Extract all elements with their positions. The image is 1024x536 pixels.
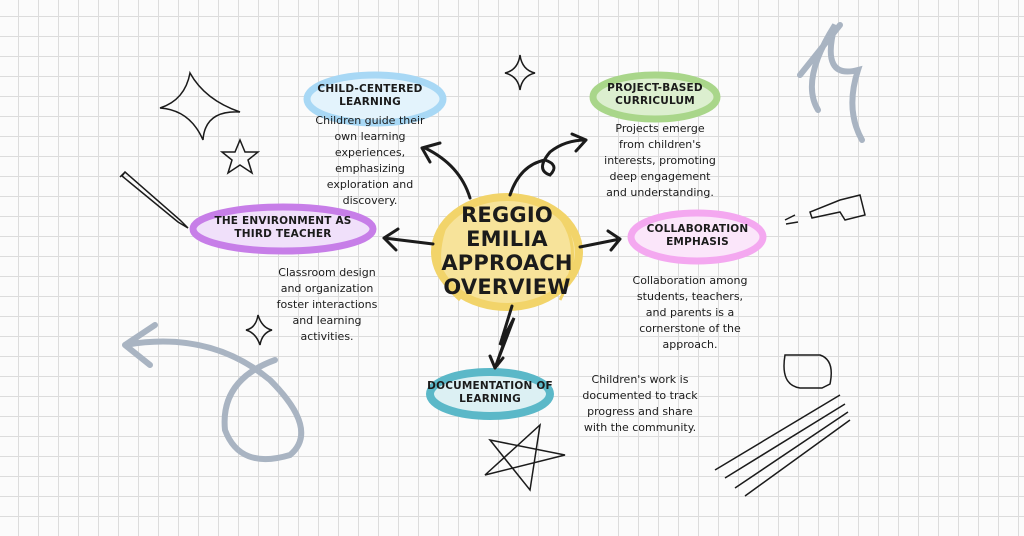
central-topic: REGGIO EMILIA APPROACH OVERVIEW (437, 203, 577, 299)
star-icon (219, 138, 261, 175)
central-line: OVERVIEW (443, 275, 571, 299)
desc-line: exploration and (326, 178, 414, 191)
desc-line: and organization (280, 282, 374, 295)
arrow-to-project-based (508, 132, 588, 197)
diamond-sparkle-small-icon (245, 314, 273, 346)
hand-pointing-icon (784, 194, 866, 225)
central-swoosh (547, 203, 574, 301)
desc-line: Children guide their (315, 114, 425, 127)
title-line: DOCUMENTATION OF (427, 380, 553, 392)
desc-line: Children's work is (591, 373, 689, 386)
environment-blob (189, 203, 377, 255)
desc-line: Classroom design (278, 266, 376, 279)
title-line: LEARNING (459, 392, 521, 405)
desc-line: documented to track (582, 389, 698, 402)
central-line: EMILIA (466, 227, 548, 251)
desc-line: and parents is a (645, 306, 735, 319)
sparkle-icon (159, 70, 241, 141)
desc-line: Projects emerge (615, 122, 705, 135)
central-blob (431, 193, 583, 311)
node-project-based-desc: Projects emerge from children's interest… (590, 121, 730, 201)
desc-line: Collaboration among (632, 274, 748, 287)
collaboration-blob (627, 209, 767, 265)
speech-bubble-icon (783, 354, 832, 389)
node-collaboration-title: COLLABORATION EMPHASIS (630, 223, 765, 248)
node-documentation-title: DOCUMENTATION OF LEARNING (425, 380, 555, 405)
node-child-centered-desc: Children guide their own learning experi… (305, 113, 435, 209)
desc-line: deep engagement (609, 170, 711, 183)
desc-line: students, teachers, (636, 290, 744, 303)
node-project-based-title: PROJECT-BASED CURRICULUM (585, 82, 725, 107)
title-line: CHILD-CENTERED (317, 83, 423, 95)
desc-line: progress and share (587, 405, 693, 418)
project-based-blob (589, 71, 721, 123)
arrow-to-environment (382, 227, 435, 252)
desc-line: foster interactions (276, 298, 378, 311)
arrow-to-collaboration (578, 229, 622, 252)
title-line: COLLABORATION (646, 223, 749, 235)
desc-line: cornerstone of the (639, 322, 741, 335)
desc-line: and learning (292, 314, 362, 327)
desc-line: own learning (334, 130, 406, 143)
desc-line: experiences, (334, 146, 406, 159)
node-documentation-desc: Children's work is documented to track p… (570, 372, 710, 436)
desc-line: approach. (662, 338, 718, 351)
node-environment-desc: Classroom design and organization foster… (262, 265, 392, 345)
title-line: PROJECT-BASED (607, 82, 703, 94)
node-child-centered-title: CHILD-CENTERED LEARNING (295, 83, 445, 108)
central-line: APPROACH (441, 251, 573, 275)
central-swoosh-left (438, 229, 461, 302)
desc-line: interests, promoting (604, 154, 716, 167)
node-environment-title: THE ENVIRONMENT AS THIRD TEACHER (193, 215, 373, 240)
desc-line: with the community. (583, 421, 697, 434)
documentation-blob (426, 368, 554, 420)
title-line: THE ENVIRONMENT AS (214, 215, 352, 227)
desc-line: from children's (619, 138, 701, 151)
desc-line: emphasizing (335, 162, 405, 175)
star-outline-icon (484, 423, 566, 492)
arrow-to-child-centered (420, 141, 472, 200)
hatch-lines (714, 394, 851, 497)
child-centered-blob (303, 71, 447, 127)
arrow-to-documentation (488, 304, 516, 370)
diamond-sparkle-icon (504, 54, 536, 91)
title-line: CURRICULUM (615, 94, 695, 107)
curly-arrow-doodle (122, 322, 305, 463)
desc-line: activities. (300, 330, 354, 343)
title-line: LEARNING (339, 95, 401, 108)
desc-line: and understanding. (606, 186, 714, 199)
central-line: REGGIO (461, 203, 553, 227)
node-collaboration-desc: Collaboration among students, teachers, … (620, 273, 760, 353)
scribble-doodle (797, 22, 865, 143)
title-line: EMPHASIS (666, 235, 729, 248)
pencil-icon (119, 170, 189, 229)
desc-line: discovery. (342, 194, 398, 207)
title-line: THIRD TEACHER (234, 227, 332, 240)
